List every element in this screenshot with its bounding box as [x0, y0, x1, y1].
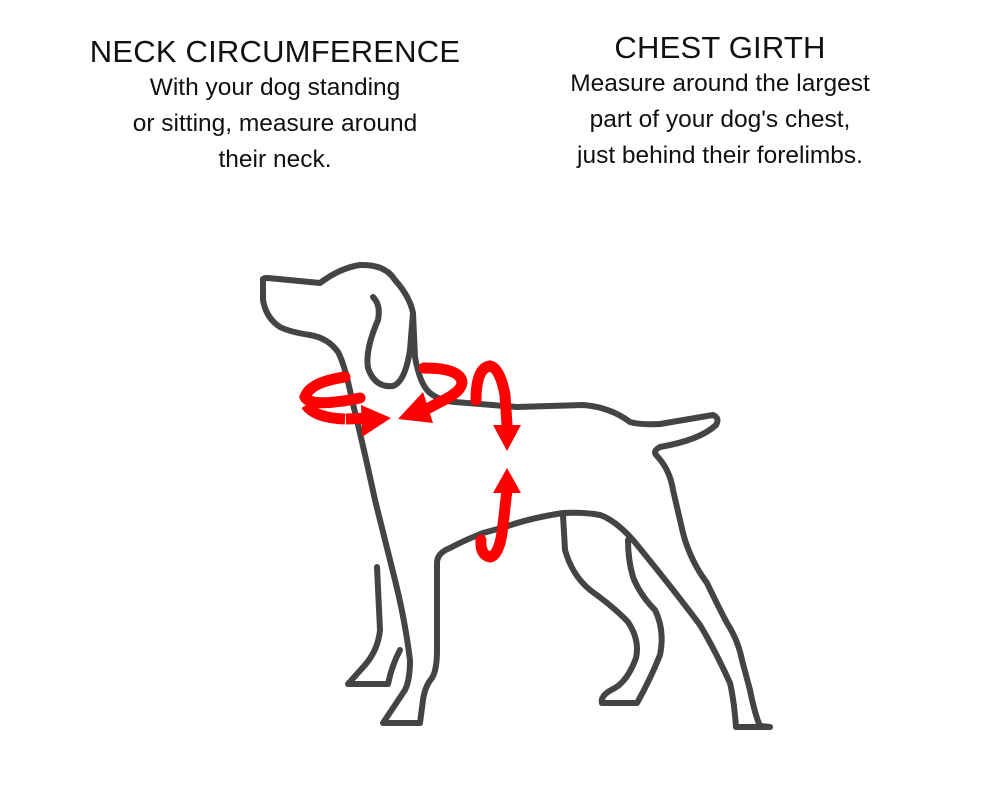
neck-line-1: With your dog standing	[149, 74, 401, 101]
chest-title: CHEST GIRTH	[614, 30, 826, 65]
chest-line-3: just behind their forelimbs.	[577, 142, 863, 169]
chest-girth-instructions: CHEST GIRTH Measure around the largest p…	[520, 30, 920, 174]
neck-arrow-icon	[299, 362, 468, 437]
neck-line-2: or sitting, measure around	[132, 110, 418, 137]
dog-hind-leg	[560, 512, 665, 706]
neck-circumference-instructions: NECK CIRCUMFERENCE With your dog standin…	[60, 34, 490, 178]
chest-line-1: Measure around the largest	[570, 70, 870, 97]
neck-line-3: their neck.	[218, 146, 332, 173]
neck-title: NECK CIRCUMFERENCE	[89, 34, 461, 69]
dog-ear	[364, 294, 416, 390]
dog-body-outline	[259, 261, 773, 730]
dog-far-front-leg	[345, 564, 403, 687]
dog-outline-icon	[259, 261, 773, 730]
chest-line-2: part of your dog's chest,	[589, 106, 851, 133]
chest-arrow-icon	[470, 360, 521, 563]
